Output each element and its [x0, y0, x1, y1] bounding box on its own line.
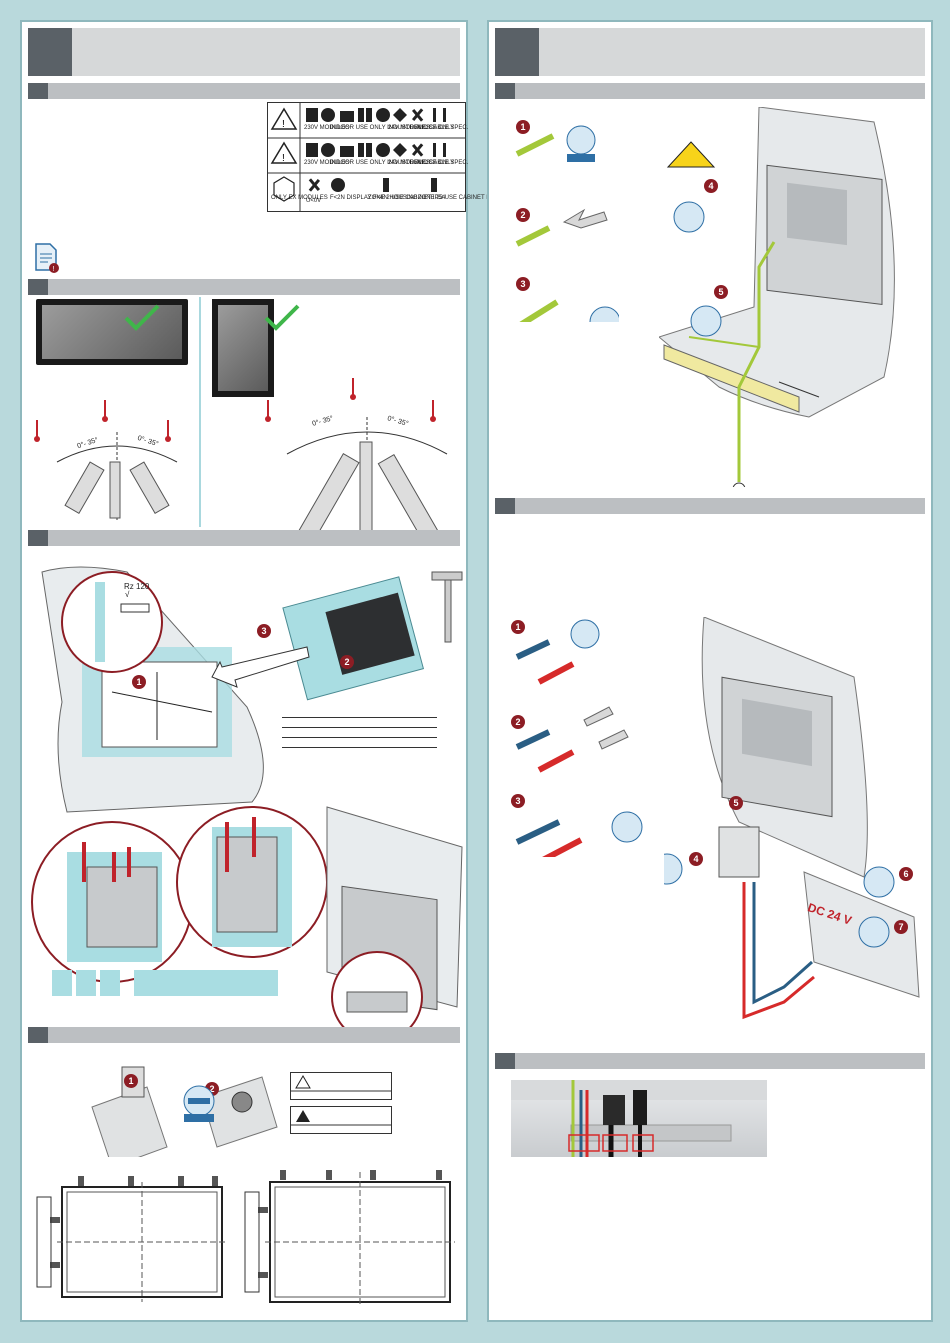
symbol-label-r2-emc: EMC: [414, 160, 428, 166]
symbol-label-r2-24v: 24V MODULES: [388, 160, 431, 166]
section-connections-number: [495, 1053, 515, 1069]
ground-step-badge-5: 5: [714, 285, 728, 299]
section-safety-bar: [28, 83, 460, 99]
symbol-label-r3-ex: ONLY EX MODULES: [271, 195, 328, 201]
symbol-label-r1-230v: 230V MODULES: [304, 125, 350, 131]
section-grounding-bar: [495, 83, 925, 99]
left-header-bar: [28, 28, 460, 76]
cutout-dim-box-4: [134, 970, 278, 996]
power-step-badge-1: 1: [511, 620, 525, 634]
symbol-label-r1-cable: CABLE SPEC.: [429, 125, 469, 131]
document-note-icon: !: [35, 243, 59, 273]
thermometer-icon: [102, 400, 108, 422]
portrait-angle-diagram: [286, 417, 448, 542]
power-cable-steps: [515, 619, 643, 857]
ground-step-badge-4: 4: [704, 179, 718, 193]
right-header-bar: [495, 28, 925, 76]
symbol-label-r3-zone22: ZONE 22 USE CABINET IP6x: [418, 195, 499, 201]
thermometer-icon: [350, 378, 356, 400]
power-step-badge-6: 6: [899, 867, 913, 881]
power-step-badge-3: 3: [511, 794, 525, 808]
section-mounting-position-number: [28, 279, 48, 295]
section-power-bar: [495, 498, 925, 514]
portrait-device: [212, 299, 274, 397]
cabinet-grounding-diagram: [659, 107, 895, 487]
section-safety-number: [28, 83, 48, 99]
symbol-label-r2-230v: 230V MODULES: [304, 160, 350, 166]
section-mounting-position-bar: [28, 279, 460, 295]
symbol-label-r3-zone2: ZONE 2 USE CABINET IP54: [368, 195, 446, 201]
clamp-position-drawing-portrait: [244, 1170, 455, 1307]
section-grounding-number: [495, 83, 515, 99]
left-panel: ! ! 230V MODULES INDOOR USE ONLY INDUSTR…: [20, 20, 498, 1322]
thermometer-icon: [430, 400, 436, 422]
svg-text:!: !: [282, 119, 285, 130]
ground-step-badge-2: 2: [516, 208, 530, 222]
screwdriver-icon: [183, 1085, 215, 1122]
connections-photo: [511, 1080, 767, 1157]
clamp-position-drawing-landscape: [36, 1176, 227, 1302]
ground-cable-steps: [515, 125, 619, 322]
symbol-label-r1-24v: 24V MODULES: [388, 125, 431, 131]
svg-text:!: !: [282, 153, 285, 164]
power-connection-diagram: [664, 617, 920, 1020]
step-badge-1: 1: [132, 675, 146, 689]
step-badge-3: 3: [257, 624, 271, 638]
section-divider: [199, 297, 201, 527]
thermometer-icon: [165, 420, 171, 442]
svg-text:!: !: [53, 266, 55, 273]
symbol-label-r1-emc: EMC: [414, 125, 428, 131]
section-power-number: [495, 498, 515, 514]
cutout-dim-box-3: [100, 970, 120, 996]
clamp-insert-diagram: [91, 1066, 278, 1157]
power-step-badge-4: 4: [689, 852, 703, 866]
symbol-table-grid: ! !: [268, 103, 465, 211]
ground-step-badge-3: 3: [516, 277, 530, 291]
landscape-device: [36, 299, 188, 365]
symbol-table: ! ! 230V MODULES INDOOR USE ONLY INDUSTR…: [267, 102, 498, 212]
symbol-label-r3-force: F<2N DISPLAY F<4N HOUSING: [330, 195, 418, 201]
thermometer-icon: [34, 420, 40, 442]
symbol-label-r1-indoor: INDOOR USE ONLY INDUSTRIAL USE ONLY: [330, 125, 455, 131]
warning-caution-box: [290, 1072, 392, 1100]
clamp-tightening-diagram: [31, 806, 463, 1037]
cutout-dim-box-2: [76, 970, 96, 996]
power-step-badge-5: 5: [729, 796, 743, 810]
checkmark-icon: [264, 304, 300, 331]
roughness-label: Rz 120: [124, 582, 150, 591]
cutout-diagram: √: [41, 566, 463, 813]
ground-step-badge-1: 1: [516, 120, 530, 134]
left-header-number: [28, 28, 72, 76]
section-clamps-bar: [28, 1027, 460, 1043]
thermometer-icon: [265, 400, 271, 422]
checkmark-icon: [124, 304, 160, 331]
step-badge-2: 2: [340, 655, 354, 669]
symbol-label-r3-u: U<0V: [306, 198, 322, 204]
svg-text:√: √: [125, 590, 130, 599]
landscape-angle-diagram: [56, 432, 178, 522]
right-header-number: [495, 28, 539, 76]
section-cutout-number: [28, 530, 48, 546]
cutout-dim-box-1: [52, 970, 72, 996]
right-panel: 1 2 3 4 5 1 2 3: [487, 20, 933, 1322]
symbol-label-r2-indoor: INDOOR USE ONLY INDUSTRIAL USE ONLY: [330, 160, 455, 166]
section-cutout-bar: [28, 530, 460, 546]
warning-notice-box: [290, 1106, 392, 1134]
section-clamps-number: [28, 1027, 48, 1043]
clamp-step-badge-1: 1: [124, 1074, 138, 1088]
symbol-label-r2-cable: CABLE SPEC.: [429, 160, 469, 166]
power-step-badge-2: 2: [511, 715, 525, 729]
power-step-badge-7: 7: [894, 920, 908, 934]
section-connections-bar: [495, 1053, 925, 1069]
